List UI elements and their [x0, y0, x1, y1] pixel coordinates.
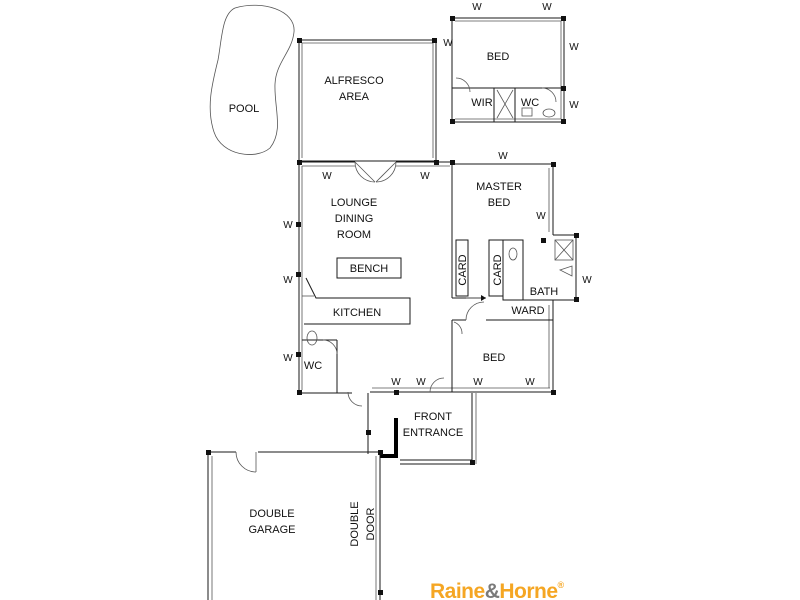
svg-text:ALFRESCO: ALFRESCO	[324, 75, 384, 87]
room-label: ROOM	[337, 229, 371, 241]
window-markers: W W W W W W W W W W W W W W W W W	[283, 2, 592, 388]
bench-label: BENCH	[350, 263, 389, 275]
bed-label: BED	[483, 352, 506, 364]
svg-text:FRONT: FRONT	[414, 411, 452, 423]
window-marker: W	[472, 2, 482, 13]
double-garage: DOUBLE GARAGE DOUBLE DOOR	[206, 450, 383, 600]
window-marker: W	[542, 2, 552, 13]
card-label-1: CARD	[457, 254, 469, 285]
logo-amp: &	[485, 580, 500, 600]
window-marker: W	[569, 100, 579, 111]
window-marker: W	[582, 275, 592, 286]
bath-label: BATH	[530, 286, 559, 298]
svg-text:DOUBLE: DOUBLE	[349, 501, 361, 546]
kitchen-label: KITCHEN	[333, 307, 381, 319]
main-house	[296, 160, 579, 407]
window-marker: W	[416, 377, 426, 388]
svg-text:Raine&Horne®: Raine&Horne®	[430, 580, 565, 600]
raine-horne-logo: Raine&Horne®	[430, 580, 565, 600]
svg-text:WC: WC	[521, 97, 539, 109]
logo-mark: ®	[558, 580, 565, 590]
logo-part2: Horne	[499, 580, 557, 600]
dining-label: DINING	[335, 213, 374, 225]
svg-text:ENTRANCE: ENTRANCE	[403, 427, 464, 439]
window-marker: W	[283, 220, 293, 231]
card-label-2: CARD	[492, 254, 504, 285]
alfresco-area: ALFRESCO AREA	[297, 38, 437, 162]
lounge-label: LOUNGE	[331, 197, 377, 209]
svg-text:GARAGE: GARAGE	[248, 524, 295, 536]
window-marker: W	[391, 377, 401, 388]
window-marker: W	[569, 42, 579, 53]
front-entrance: FRONT ENTRANCE	[366, 390, 477, 465]
logo-part1: Raine	[430, 580, 485, 600]
window-marker: W	[283, 275, 293, 286]
ward-label: WARD	[511, 305, 544, 317]
pool-label: POOL	[229, 103, 260, 115]
svg-text:DOOR: DOOR	[365, 507, 377, 540]
top-bedroom-wing: BED WIR WC	[450, 16, 566, 124]
svg-text:BED: BED	[487, 51, 510, 63]
window-marker: W	[283, 353, 293, 364]
window-marker: W	[420, 171, 430, 182]
master-bed-label-2: BED	[488, 197, 511, 209]
window-marker: W	[443, 38, 453, 49]
svg-text:WIR: WIR	[471, 97, 492, 109]
window-marker: W	[525, 377, 535, 388]
window-marker: W	[322, 171, 332, 182]
pool-shape	[209, 4, 295, 155]
wc-label: WC	[304, 360, 322, 372]
svg-text:AREA: AREA	[339, 91, 370, 103]
svg-text:DOUBLE: DOUBLE	[249, 508, 294, 520]
window-marker: W	[536, 211, 546, 222]
window-marker: W	[473, 377, 483, 388]
master-bed-label-1: MASTER	[476, 181, 522, 193]
window-marker: W	[498, 151, 508, 162]
